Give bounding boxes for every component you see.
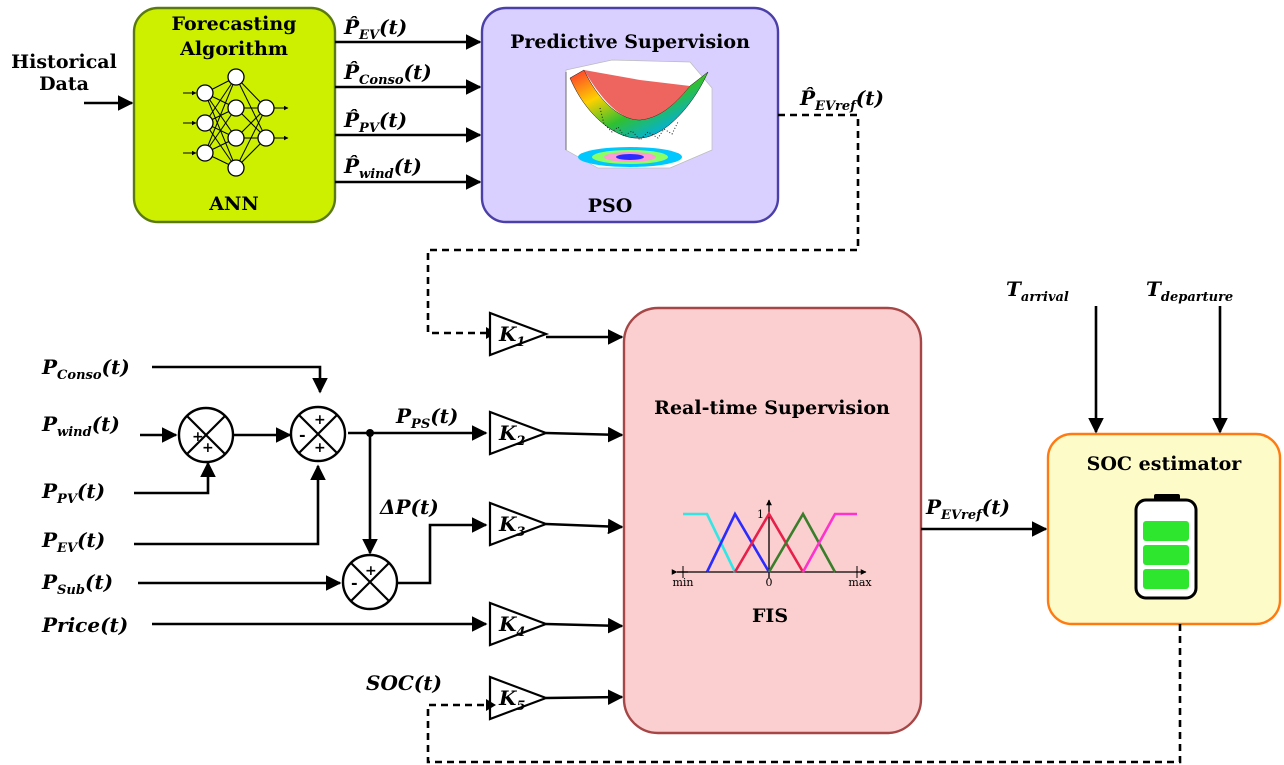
svg-text:K4: K4 xyxy=(498,612,525,640)
forecasting-block: Forecasting Algorithm xyxy=(132,6,337,224)
p-sub-label: PSub(t) xyxy=(41,570,113,598)
p-ps-label: PPS(t) xyxy=(395,404,458,432)
svg-text:-: - xyxy=(299,425,306,444)
realtime-method: FIS xyxy=(752,605,788,627)
t-departure-label: Tdeparture xyxy=(1146,277,1233,305)
p-ev-label: PEV(t) xyxy=(41,528,105,556)
svg-text:K2: K2 xyxy=(498,421,525,449)
svg-text:+: + xyxy=(192,429,204,445)
soc-estimator-block: SOC estimator xyxy=(1046,432,1282,626)
svg-text:+: + xyxy=(365,563,377,579)
svg-text:-: - xyxy=(351,573,358,592)
pso-to-k1-dashed-link xyxy=(426,113,860,335)
k5-input-arrowhead xyxy=(486,699,496,711)
gain-k3: K3 xyxy=(488,501,550,547)
measurement-wires xyxy=(134,365,488,632)
price-label: Price(t) xyxy=(41,613,128,637)
mf-curve-4 xyxy=(801,512,857,573)
svg-text:+: + xyxy=(314,440,326,456)
mf-curve-0 xyxy=(683,512,737,573)
t-arrival-label: Tarrival xyxy=(1006,277,1069,305)
svg-text:K1: K1 xyxy=(498,322,525,350)
svg-text:K5: K5 xyxy=(498,686,525,714)
summing-junction-1: + + xyxy=(177,406,235,464)
predictive-title: Predictive Supervision xyxy=(510,31,750,53)
predictive-method: PSO xyxy=(588,195,633,217)
battery-icon xyxy=(1134,494,1198,600)
delta-p-label: ΔP(t) xyxy=(379,495,439,519)
forecasting-title-line1: Forecasting xyxy=(172,13,297,35)
forecast-arrows xyxy=(335,34,482,190)
p-wind-label: Pwind(t) xyxy=(41,412,120,440)
historical-label-line2: Data xyxy=(39,73,89,95)
gain-k2: K2 xyxy=(488,410,550,456)
neural-network-icon xyxy=(183,68,289,177)
gain-k5: K5 xyxy=(488,675,550,721)
gain-k1: K1 xyxy=(488,311,550,357)
gain-k4: K4 xyxy=(488,601,550,647)
soc-feedback-dashed-link xyxy=(426,624,1182,764)
forecast-pv-label: P̂PV(t) xyxy=(343,108,407,136)
gain-to-fis-arrows xyxy=(545,329,624,705)
summing-junction-3: + - xyxy=(341,553,399,611)
forecast-conso-label: P̂Conso(t) xyxy=(343,60,432,88)
forecast-wind-label: P̂wind(t) xyxy=(343,154,422,182)
mf-max-label: max xyxy=(848,576,872,589)
mf-min-label: min xyxy=(672,576,693,589)
soc-estimator-title: SOC estimator xyxy=(1087,453,1243,475)
realtime-title: Real-time Supervision xyxy=(654,397,890,419)
predictive-block: Predictive Supervision PSO xyxy=(480,6,780,224)
svg-text:K3: K3 xyxy=(498,512,525,540)
forecasting-method: ANN xyxy=(208,193,258,215)
forecasting-title-line2: Algorithm xyxy=(179,38,288,60)
summing-junction-2: + - + xyxy=(289,405,347,463)
mf-curve-1 xyxy=(705,511,771,573)
soc-label: SOC(t) xyxy=(366,671,442,695)
svg-text:+: + xyxy=(314,412,326,428)
pso-output-label: P̂EVref(t) xyxy=(799,86,884,114)
forecast-ev-label: P̂EV(t) xyxy=(343,15,407,43)
p-conso-label: PConso(t) xyxy=(41,355,130,383)
mf-zero-label: 0 xyxy=(766,576,773,589)
mf-curve-2 xyxy=(733,511,805,573)
fis-membership-plot: 1 min 0 max xyxy=(671,499,872,589)
mf-peak-label: 1 xyxy=(757,508,764,521)
svg-text:+: + xyxy=(202,440,214,456)
mf-curve-3 xyxy=(767,511,837,573)
pso-surface-plot xyxy=(565,59,713,169)
fis-output-label: PEVref(t) xyxy=(925,495,1010,523)
realtime-block: Real-time Supervision 1 min 0 max FIS xyxy=(622,306,923,735)
p-pv-label: PPV(t) xyxy=(41,479,105,507)
historical-label-line1: Historical xyxy=(11,51,117,73)
